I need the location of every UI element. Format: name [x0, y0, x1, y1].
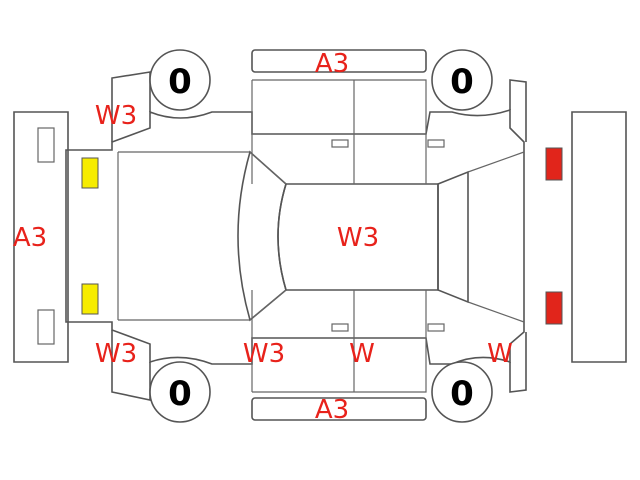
- taillamp-top: [545, 147, 563, 181]
- lower-door-frame: [251, 338, 427, 393]
- rear-left-fender-outline: [509, 79, 527, 142]
- rear-right-fender-outline: [509, 332, 527, 393]
- damage-label-roof: W3: [337, 223, 379, 253]
- car-body-outline: [65, 108, 525, 365]
- top-side-strip: [251, 49, 427, 73]
- door-handle-upper-right: [427, 139, 445, 148]
- a-pillar-lines: [249, 151, 287, 321]
- door-handle-lower-right: [427, 323, 445, 332]
- wheel-front-right-label: 0: [168, 374, 192, 414]
- door-handle-lower-left: [331, 323, 349, 332]
- front-right-fender-outline: [111, 330, 151, 401]
- wheel-front-right: 0: [149, 361, 211, 423]
- bottom-side-strip: [251, 397, 427, 421]
- damage-label-rear-right-door: W: [349, 339, 375, 369]
- wheel-front-left: 0: [149, 49, 211, 111]
- rear-window: [437, 170, 469, 304]
- upper-door-frame: [251, 79, 427, 134]
- damage-label-front-bumper: A3: [13, 223, 47, 253]
- damage-label-bottom-panel: A3: [315, 395, 349, 425]
- damage-label-front-right-door: W3: [243, 339, 285, 369]
- rear-deck-lines: [467, 151, 525, 323]
- headlamp-bottom: [81, 283, 99, 315]
- headlamp-top: [81, 157, 99, 189]
- wheel-rear-right: 0: [431, 361, 493, 423]
- damage-label-rear-right-fender: W: [487, 339, 513, 369]
- lower-door-lines: [251, 290, 427, 392]
- roof-outline: [277, 183, 439, 291]
- rear-bumper-outline: [571, 111, 627, 363]
- damage-label-front-right-fender: W3: [95, 339, 137, 369]
- wheel-rear-left: 0: [431, 49, 493, 111]
- damage-label-top-panel: A3: [315, 49, 349, 79]
- wheel-rear-right-label: 0: [450, 374, 474, 414]
- damage-label-front-left-fender: W3: [95, 101, 137, 131]
- wheel-front-left-label: 0: [168, 62, 192, 102]
- front-bumper-slot-top: [37, 127, 55, 163]
- wheel-rear-left-label: 0: [450, 62, 474, 102]
- door-handle-upper-left: [331, 139, 349, 148]
- taillamp-bottom: [545, 291, 563, 325]
- upper-door-lines: [251, 80, 427, 184]
- front-bumper-slot-bottom: [37, 309, 55, 345]
- front-left-fender-outline: [111, 71, 151, 142]
- front-bumper-outline: [13, 111, 69, 363]
